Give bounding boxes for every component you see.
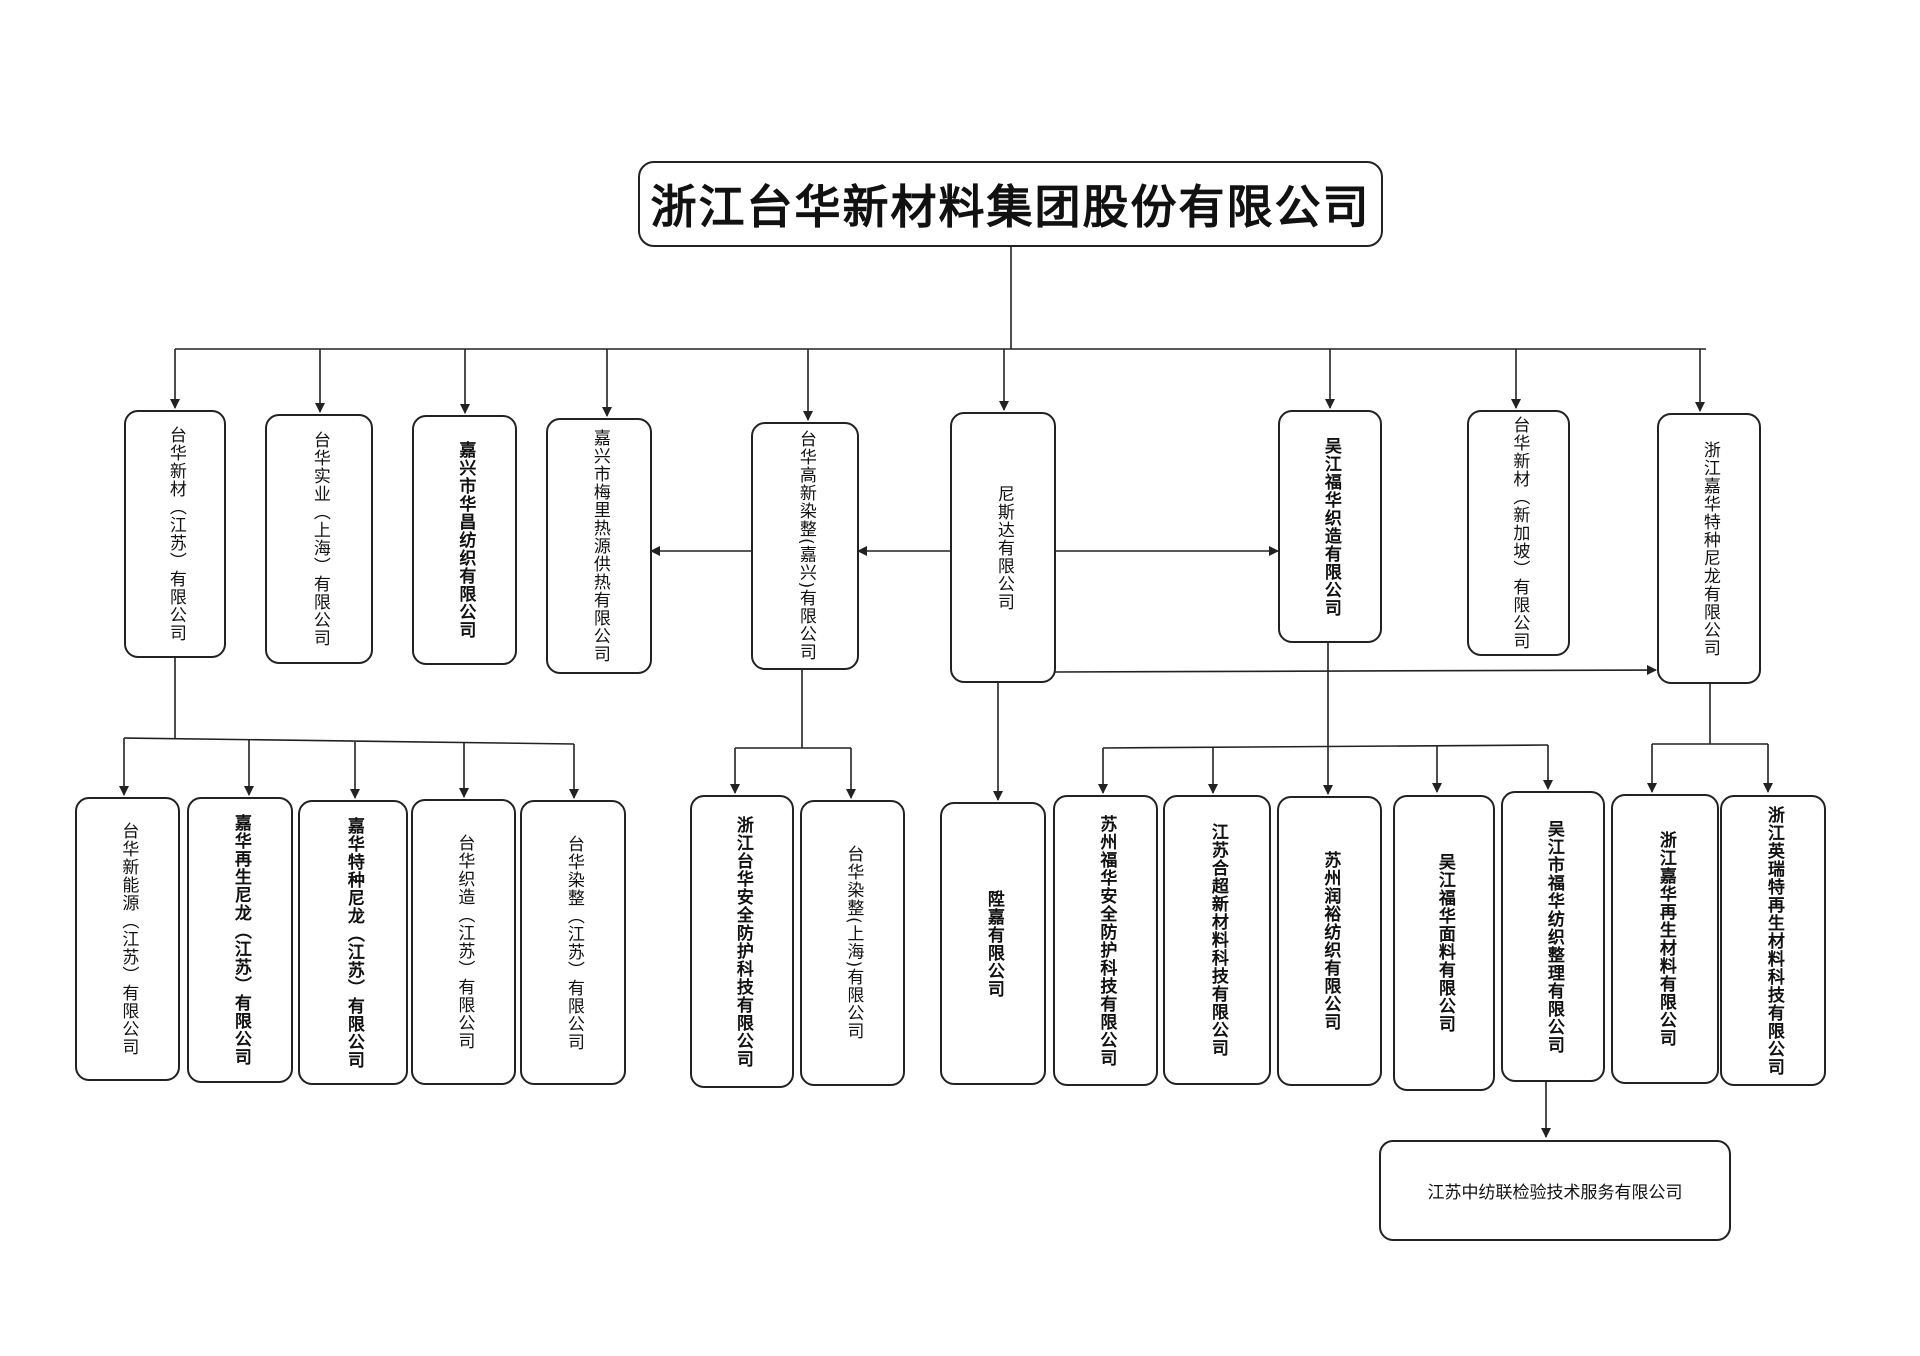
company-name: 吴江福华织造有限公司 xyxy=(1320,436,1341,617)
company-box-suzhou-fuhua-safety: 苏州福华安全防护科技有限公司 xyxy=(1053,795,1158,1086)
company-box-jiahua-recycled-nylon: 嘉华再生尼龙（江苏）有限公司 xyxy=(187,797,293,1083)
company-name: 苏州福华安全防护科技有限公司 xyxy=(1096,814,1117,1067)
company-box-taihua-weaving-jiangsu: 台华织造（江苏）有限公司 xyxy=(411,799,516,1085)
company-name: 台华新材（新加坡）有限公司 xyxy=(1509,416,1530,650)
company-box-jiangsu-hechao: 江苏合超新材料科技有限公司 xyxy=(1163,795,1271,1085)
company-name: 嘉华再生尼龙（江苏）有限公司 xyxy=(230,814,251,1066)
company-name: 陞嘉有限公司 xyxy=(983,889,1004,998)
company-name: 台华新能源（江苏）有限公司 xyxy=(118,822,139,1056)
company-box-taihua-singapore: 台华新材（新加坡）有限公司 xyxy=(1467,410,1570,656)
company-name: 台华染整（江苏）有限公司 xyxy=(563,834,584,1051)
company-box-taihua-dyeing-jiangsu: 台华染整（江苏）有限公司 xyxy=(520,800,626,1085)
company-box-jiahua-recycled-materials: 浙江嘉华再生材料有限公司 xyxy=(1611,794,1719,1084)
company-box-shengjia: 陞嘉有限公司 xyxy=(940,802,1046,1085)
company-box-taihua-safety-protection: 浙江台华安全防护科技有限公司 xyxy=(690,795,794,1088)
company-name: 台华染整(上海)有限公司 xyxy=(843,845,864,1041)
company-name: 嘉兴市华昌纺织有限公司 xyxy=(455,441,476,639)
company-name: 嘉华特种尼龙（江苏）有限公司 xyxy=(343,816,364,1069)
company-box-fuhua-weaving: 吴江福华织造有限公司 xyxy=(1278,410,1382,643)
company-box-zhongfanglian-testing: 江苏中纺联检验技术服务有限公司 xyxy=(1379,1140,1731,1241)
company-name: 浙江嘉华特种尼龙有限公司 xyxy=(1699,440,1720,657)
company-box-taihua-jiangsu: 台华新材（江苏）有限公司 xyxy=(124,410,226,658)
company-name: 浙江嘉华再生材料有限公司 xyxy=(1655,831,1676,1047)
company-box-taihua-dyeing-jiaxing: 台华高新染整(嘉兴)有限公司 xyxy=(751,422,859,670)
company-name: 嘉兴市梅里热源供热有限公司 xyxy=(589,429,610,663)
company-box-yingruite: 浙江英瑞特再生材料科技有限公司 xyxy=(1720,795,1826,1086)
company-name: 吴江市福华纺织整理有限公司 xyxy=(1543,819,1564,1054)
company-name: 台华织造（江苏）有限公司 xyxy=(454,834,475,1050)
company-name: 江苏合超新材料科技有限公司 xyxy=(1207,823,1228,1057)
company-name: 台华实业（上海）有限公司 xyxy=(309,431,330,647)
company-box-meili-heating: 嘉兴市梅里热源供热有限公司 xyxy=(546,418,652,674)
company-box-suzhou-runyu: 苏州润裕纺织有限公司 xyxy=(1277,796,1382,1086)
company-box-taihua-shanghai: 台华实业（上海）有限公司 xyxy=(265,414,373,664)
company-name: 尼斯达有限公司 xyxy=(993,484,1014,611)
company-box-taihua-dyeing-shanghai: 台华染整(上海)有限公司 xyxy=(800,800,905,1086)
company-name: 吴江福华面料有限公司 xyxy=(1434,853,1455,1033)
company-name: 苏州润裕纺织有限公司 xyxy=(1320,851,1341,1031)
company-box-jiahua-nylon: 浙江嘉华特种尼龙有限公司 xyxy=(1657,413,1761,684)
company-name: 江苏中纺联检验技术服务有限公司 xyxy=(1427,1183,1683,1203)
company-box-huachang: 嘉兴市华昌纺织有限公司 xyxy=(412,415,517,665)
root-company-name: 浙江台华新材料集团股份有限公司 xyxy=(650,180,1371,234)
company-name: 浙江台华安全防护科技有限公司 xyxy=(732,815,753,1068)
company-name: 台华新材（江苏）有限公司 xyxy=(165,426,186,642)
company-box-nisida: 尼斯达有限公司 xyxy=(950,412,1056,683)
root-company-box: 浙江台华新材料集团股份有限公司 xyxy=(638,161,1383,247)
company-box-wujiang-fuhua-fabric: 吴江福华面料有限公司 xyxy=(1393,795,1495,1091)
company-name: 浙江英瑞特再生材料科技有限公司 xyxy=(1763,805,1784,1076)
company-box-taihua-new-energy: 台华新能源（江苏）有限公司 xyxy=(75,797,180,1081)
company-box-wujiang-fuhua-finishing: 吴江市福华纺织整理有限公司 xyxy=(1501,791,1605,1082)
company-box-jiahua-special-nylon: 嘉华特种尼龙（江苏）有限公司 xyxy=(298,800,408,1085)
company-name: 台华高新染整(嘉兴)有限公司 xyxy=(795,430,816,662)
